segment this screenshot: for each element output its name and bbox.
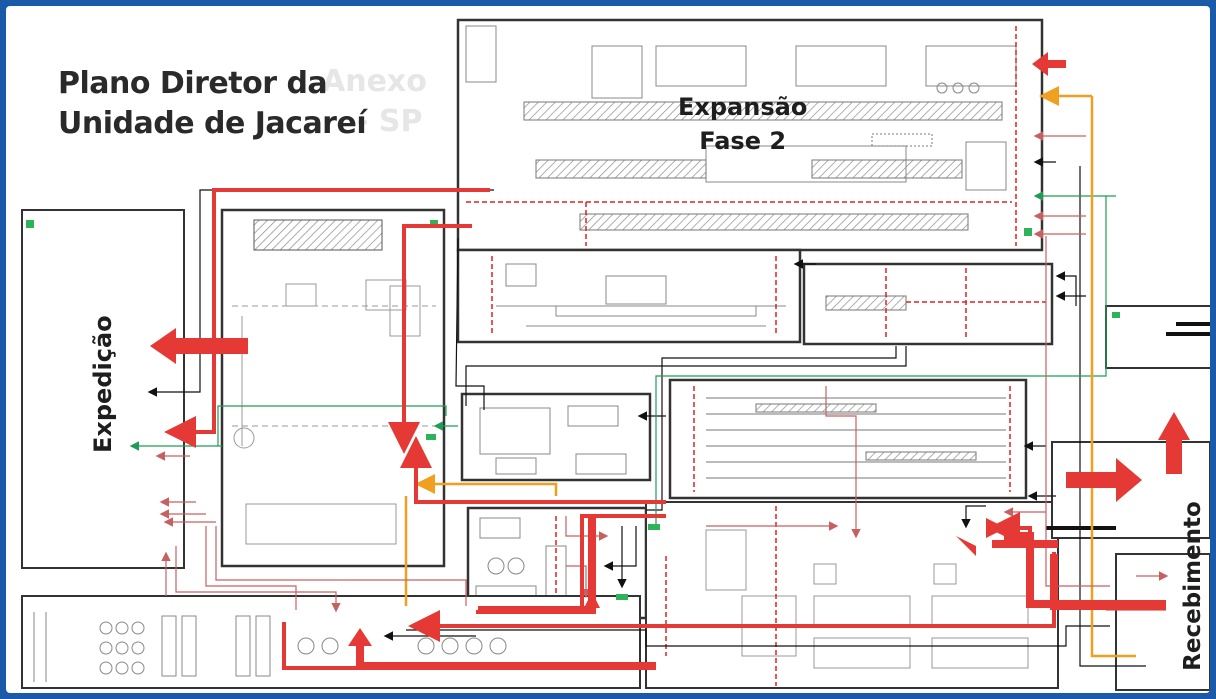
- fase2-inbound-arrow: [1032, 52, 1066, 76]
- recebimento-return-arrow-1: [986, 518, 1006, 538]
- expedicao-label: Expedição: [89, 315, 117, 453]
- faded-title-fragment: Anexo: [322, 64, 427, 99]
- expansao-fase2-building: [456, 18, 1044, 252]
- plan-title-line1: Plano Diretor da: [58, 66, 328, 101]
- expansao-fase2-label: Expansão Fase 2: [678, 90, 807, 158]
- faded-title-fragment-2: - SP: [356, 104, 423, 139]
- recebimento-label: Recebimento: [1180, 501, 1206, 671]
- expansao-label-line2: Fase 2: [699, 127, 787, 155]
- lab-building: [460, 392, 652, 482]
- plan-frame: Anexo - SP Plano Diretor da Unidade de J…: [6, 6, 1210, 693]
- production-hall-a: [456, 248, 802, 344]
- small-plant-up-arrow: [584, 592, 600, 608]
- recebimento-inbound-arrow: [1066, 458, 1142, 502]
- central-warehouse: [220, 208, 446, 568]
- expansao-label-line1: Expansão: [678, 93, 808, 121]
- recebimento-return-arrow-2: [956, 536, 976, 556]
- right-structure-top: [1105, 305, 1210, 369]
- plan-title-line2: Unidade de Jacareí: [58, 106, 367, 141]
- plan-title: Plano Diretor da Unidade de Jacareí: [58, 64, 367, 144]
- recebimento-up-arrow: [1158, 412, 1190, 474]
- bottom-up-arrow: [348, 628, 372, 646]
- right-structure-mid: [1051, 441, 1210, 539]
- master-plan-drawing: [21, 18, 1210, 691]
- expedicao-outbound-arrow: [150, 328, 248, 364]
